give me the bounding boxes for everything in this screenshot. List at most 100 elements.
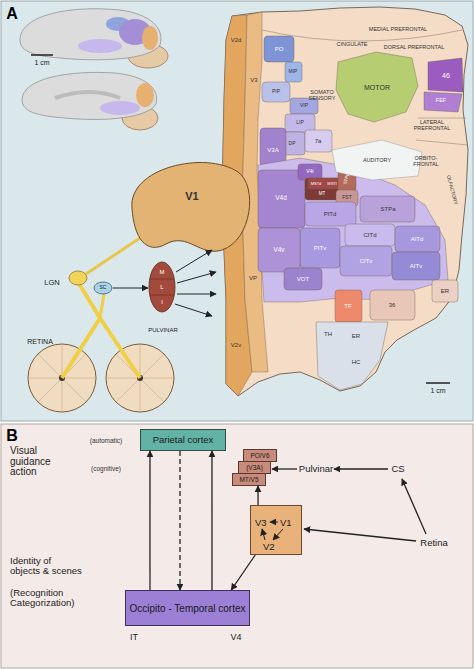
area-label: V4v bbox=[273, 247, 284, 254]
area-label: MT bbox=[319, 192, 326, 197]
illustration-rect bbox=[308, 178, 340, 189]
scale-label: 1 cm bbox=[430, 387, 445, 394]
area-label: FST bbox=[342, 195, 351, 200]
area-label: TH bbox=[324, 331, 332, 337]
illustration-path bbox=[272, 468, 297, 469]
illustration-rect bbox=[1, 424, 473, 668]
area-label: 36 bbox=[389, 302, 396, 308]
illustration-path bbox=[132, 163, 250, 252]
illustration-path bbox=[334, 468, 388, 469]
illustration-path bbox=[416, 140, 468, 145]
illustration-rect bbox=[284, 268, 322, 290]
structure-label: Retina bbox=[420, 538, 447, 548]
illustration-path bbox=[100, 318, 140, 378]
illustration-path bbox=[402, 479, 426, 534]
area-label: PIP bbox=[272, 89, 280, 94]
illustration-rect bbox=[1, 1, 473, 421]
area-label: AUDITORY bbox=[363, 158, 391, 164]
illustration-rect bbox=[262, 82, 290, 102]
panel-letter: A bbox=[6, 6, 18, 23]
illustration-path bbox=[418, 118, 466, 119]
structure-label: PULVINAR bbox=[148, 327, 178, 333]
area-label: V2d bbox=[231, 37, 242, 43]
illustration-path bbox=[273, 529, 283, 540]
illustration-path bbox=[222, 7, 468, 396]
illustration-line bbox=[426, 382, 450, 384]
annotation: Visual guidance action bbox=[10, 446, 70, 478]
area-label: PO bbox=[275, 46, 284, 52]
area-label: PITd bbox=[324, 211, 337, 217]
illustration-ellipse bbox=[100, 101, 140, 115]
area-label: STPa bbox=[380, 206, 395, 212]
illustration-rect bbox=[392, 252, 440, 280]
area-label: VP bbox=[249, 275, 257, 281]
illustration-ellipse bbox=[136, 83, 154, 107]
structure-label: Pulvinar bbox=[299, 464, 333, 474]
area-label: LATERAL PREFRONTAL bbox=[406, 120, 458, 132]
illustration-rect bbox=[395, 226, 440, 252]
structure-label: M bbox=[160, 269, 165, 275]
area-label: VIP bbox=[300, 103, 308, 108]
area-label: MIP bbox=[289, 69, 298, 74]
area-label: MSTd bbox=[311, 182, 322, 186]
area-label: V2v bbox=[231, 342, 241, 348]
illustration-rect bbox=[432, 280, 458, 302]
area-label: MEDIAL PREFRONTAL bbox=[369, 27, 427, 33]
illustration-rect bbox=[258, 170, 305, 228]
illustration-rect bbox=[370, 290, 415, 320]
structure-label: V1 bbox=[185, 191, 198, 203]
node-text: V2 bbox=[263, 542, 275, 552]
area-label: V4 bbox=[230, 633, 241, 642]
static-arrows bbox=[113, 250, 426, 541]
illustration-path bbox=[424, 92, 462, 112]
node-text: V3 bbox=[255, 518, 267, 528]
illustration-ellipse bbox=[142, 26, 158, 50]
annotation: (cognitive) bbox=[91, 466, 121, 473]
area-label: VOT bbox=[297, 276, 309, 282]
area-label: DP bbox=[289, 141, 296, 146]
illustration-rect bbox=[335, 290, 362, 322]
illustration-rect bbox=[260, 128, 286, 166]
area-label: SOMATO SENSORY bbox=[302, 90, 342, 102]
structure-label: L bbox=[160, 284, 163, 290]
illustration-line bbox=[150, 279, 174, 280]
area-label: IT bbox=[130, 633, 138, 642]
node-text: (V3A) bbox=[246, 464, 263, 471]
annotation: (Recognition Categorization) bbox=[10, 588, 82, 608]
area-label: PITv bbox=[314, 245, 326, 251]
brain-medial bbox=[22, 72, 158, 130]
pathway-arrow bbox=[179, 451, 180, 590]
area-label: STPp bbox=[343, 173, 350, 185]
area-label: 46 bbox=[442, 72, 450, 79]
illustration-rect bbox=[264, 36, 294, 62]
area-label: MOTOR bbox=[364, 84, 390, 91]
area-label: ER bbox=[352, 333, 360, 339]
illustration-line bbox=[150, 295, 174, 296]
structure-label: SC bbox=[100, 285, 107, 290]
area-label: AITv bbox=[410, 263, 422, 269]
illustration-path bbox=[177, 294, 216, 295]
area-label: ER bbox=[441, 288, 449, 294]
area-label: ORBITO-FRONTAL bbox=[404, 156, 448, 168]
illustration-path bbox=[316, 322, 388, 390]
illustration-rect bbox=[305, 202, 356, 226]
area-label: AITd bbox=[411, 236, 424, 242]
illustration-path bbox=[336, 52, 418, 122]
area-label: HC bbox=[352, 359, 361, 365]
illustration-g bbox=[28, 344, 174, 412]
structure-label: RETINA bbox=[27, 338, 53, 345]
area-label: TF bbox=[344, 303, 351, 309]
illustration-ellipse bbox=[78, 39, 122, 53]
flat-map bbox=[222, 7, 468, 396]
illustration-ellipse bbox=[69, 271, 87, 285]
node-text: MT/V5 bbox=[239, 476, 258, 483]
pathway-arrow bbox=[231, 555, 255, 590]
illustration-path bbox=[262, 529, 265, 540]
illustration-rect bbox=[285, 62, 302, 82]
area-label: V3 bbox=[250, 77, 257, 83]
area-label: V4t bbox=[306, 169, 314, 174]
area-label: CITd bbox=[363, 232, 376, 238]
